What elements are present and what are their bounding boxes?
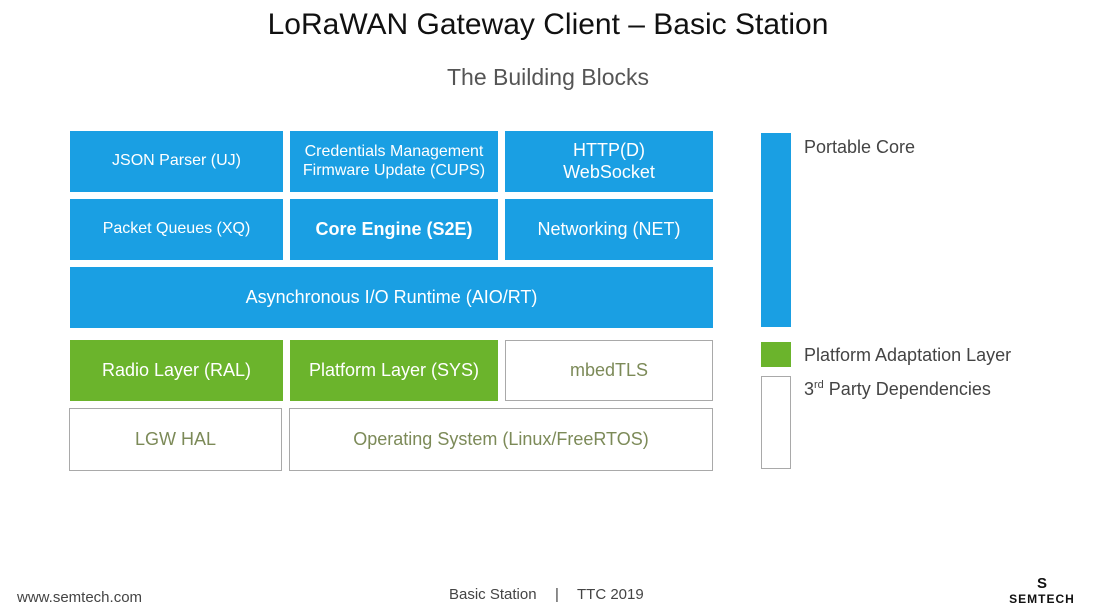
semtech-logo-text: SEMTECH — [1009, 592, 1075, 606]
semtech-logo-icon: S — [1036, 575, 1047, 592]
legend-label-portable-core: Portable Core — [804, 137, 916, 157]
block-operating-system-label: Operating System (Linux/FreeRTOS) — [353, 428, 649, 449]
block-platform-layer-label: Platform Layer (SYS) — [308, 359, 480, 380]
block-credentials-line2: Firmware Update (CUPS) — [302, 161, 486, 179]
legend-third-party-rest: Party Dependencies — [823, 379, 991, 399]
legend-label-platform-adaptation: Platform Adaptation Layer — [804, 345, 1012, 365]
slide-title: LoRaWAN Gateway Client – Basic Station — [267, 8, 829, 41]
legend-label-third-party: 3rd Party Dependencies — [804, 379, 991, 400]
block-credentials-line1: Credentials Management — [304, 142, 484, 160]
block-lgw-hal: LGW HAL — [69, 408, 282, 471]
block-aio-runtime-label: Asynchronous I/O Runtime (AIO/RT) — [245, 286, 538, 307]
block-packet-queues-label: Packet Queues (XQ) — [102, 220, 251, 238]
legend-third-party-sup: rd — [814, 379, 824, 391]
footer-separator: | — [555, 586, 559, 603]
legend-swatch-third-party — [761, 376, 791, 469]
block-lgw-hal-label: LGW HAL — [134, 428, 217, 449]
block-aio-runtime: Asynchronous I/O Runtime (AIO/RT) — [70, 267, 713, 328]
block-core-engine: Core Engine (S2E) — [290, 199, 498, 260]
block-radio-layer-label: Radio Layer (RAL) — [101, 359, 252, 380]
legend-swatch-portable-core — [761, 133, 791, 327]
block-mbedtls-label: mbedTLS — [569, 359, 649, 380]
block-operating-system: Operating System (Linux/FreeRTOS) — [289, 408, 713, 471]
block-json-parser-label: JSON Parser (UJ) — [112, 152, 241, 170]
block-networking-label: Networking (NET) — [537, 218, 681, 239]
block-mbedtls: mbedTLS — [505, 340, 713, 401]
legend-swatch-platform-adaptation — [761, 342, 791, 367]
block-http-line2: WebSocket — [563, 161, 655, 182]
footer-website: www.semtech.com — [17, 589, 143, 606]
block-packet-queues: Packet Queues (XQ) — [70, 199, 283, 260]
block-credentials-cups: Credentials Management Firmware Update (… — [290, 131, 498, 192]
block-radio-layer: Radio Layer (RAL) — [70, 340, 283, 401]
block-http-websocket: HTTP(D) WebSocket — [505, 131, 713, 192]
legend-third-party-num: 3 — [804, 379, 815, 399]
semtech-logo: S SEMTECH — [992, 575, 1092, 607]
slide-subtitle: The Building Blocks — [447, 64, 649, 90]
block-platform-layer: Platform Layer (SYS) — [290, 340, 498, 401]
block-json-parser: JSON Parser (UJ) — [70, 131, 283, 192]
footer-center-left: Basic Station — [449, 586, 537, 603]
block-http-line1: HTTP(D) — [573, 140, 645, 161]
block-networking: Networking (NET) — [505, 199, 713, 260]
block-core-engine-label: Core Engine (S2E) — [315, 218, 473, 239]
footer-center-right: TTC 2019 — [577, 586, 644, 603]
